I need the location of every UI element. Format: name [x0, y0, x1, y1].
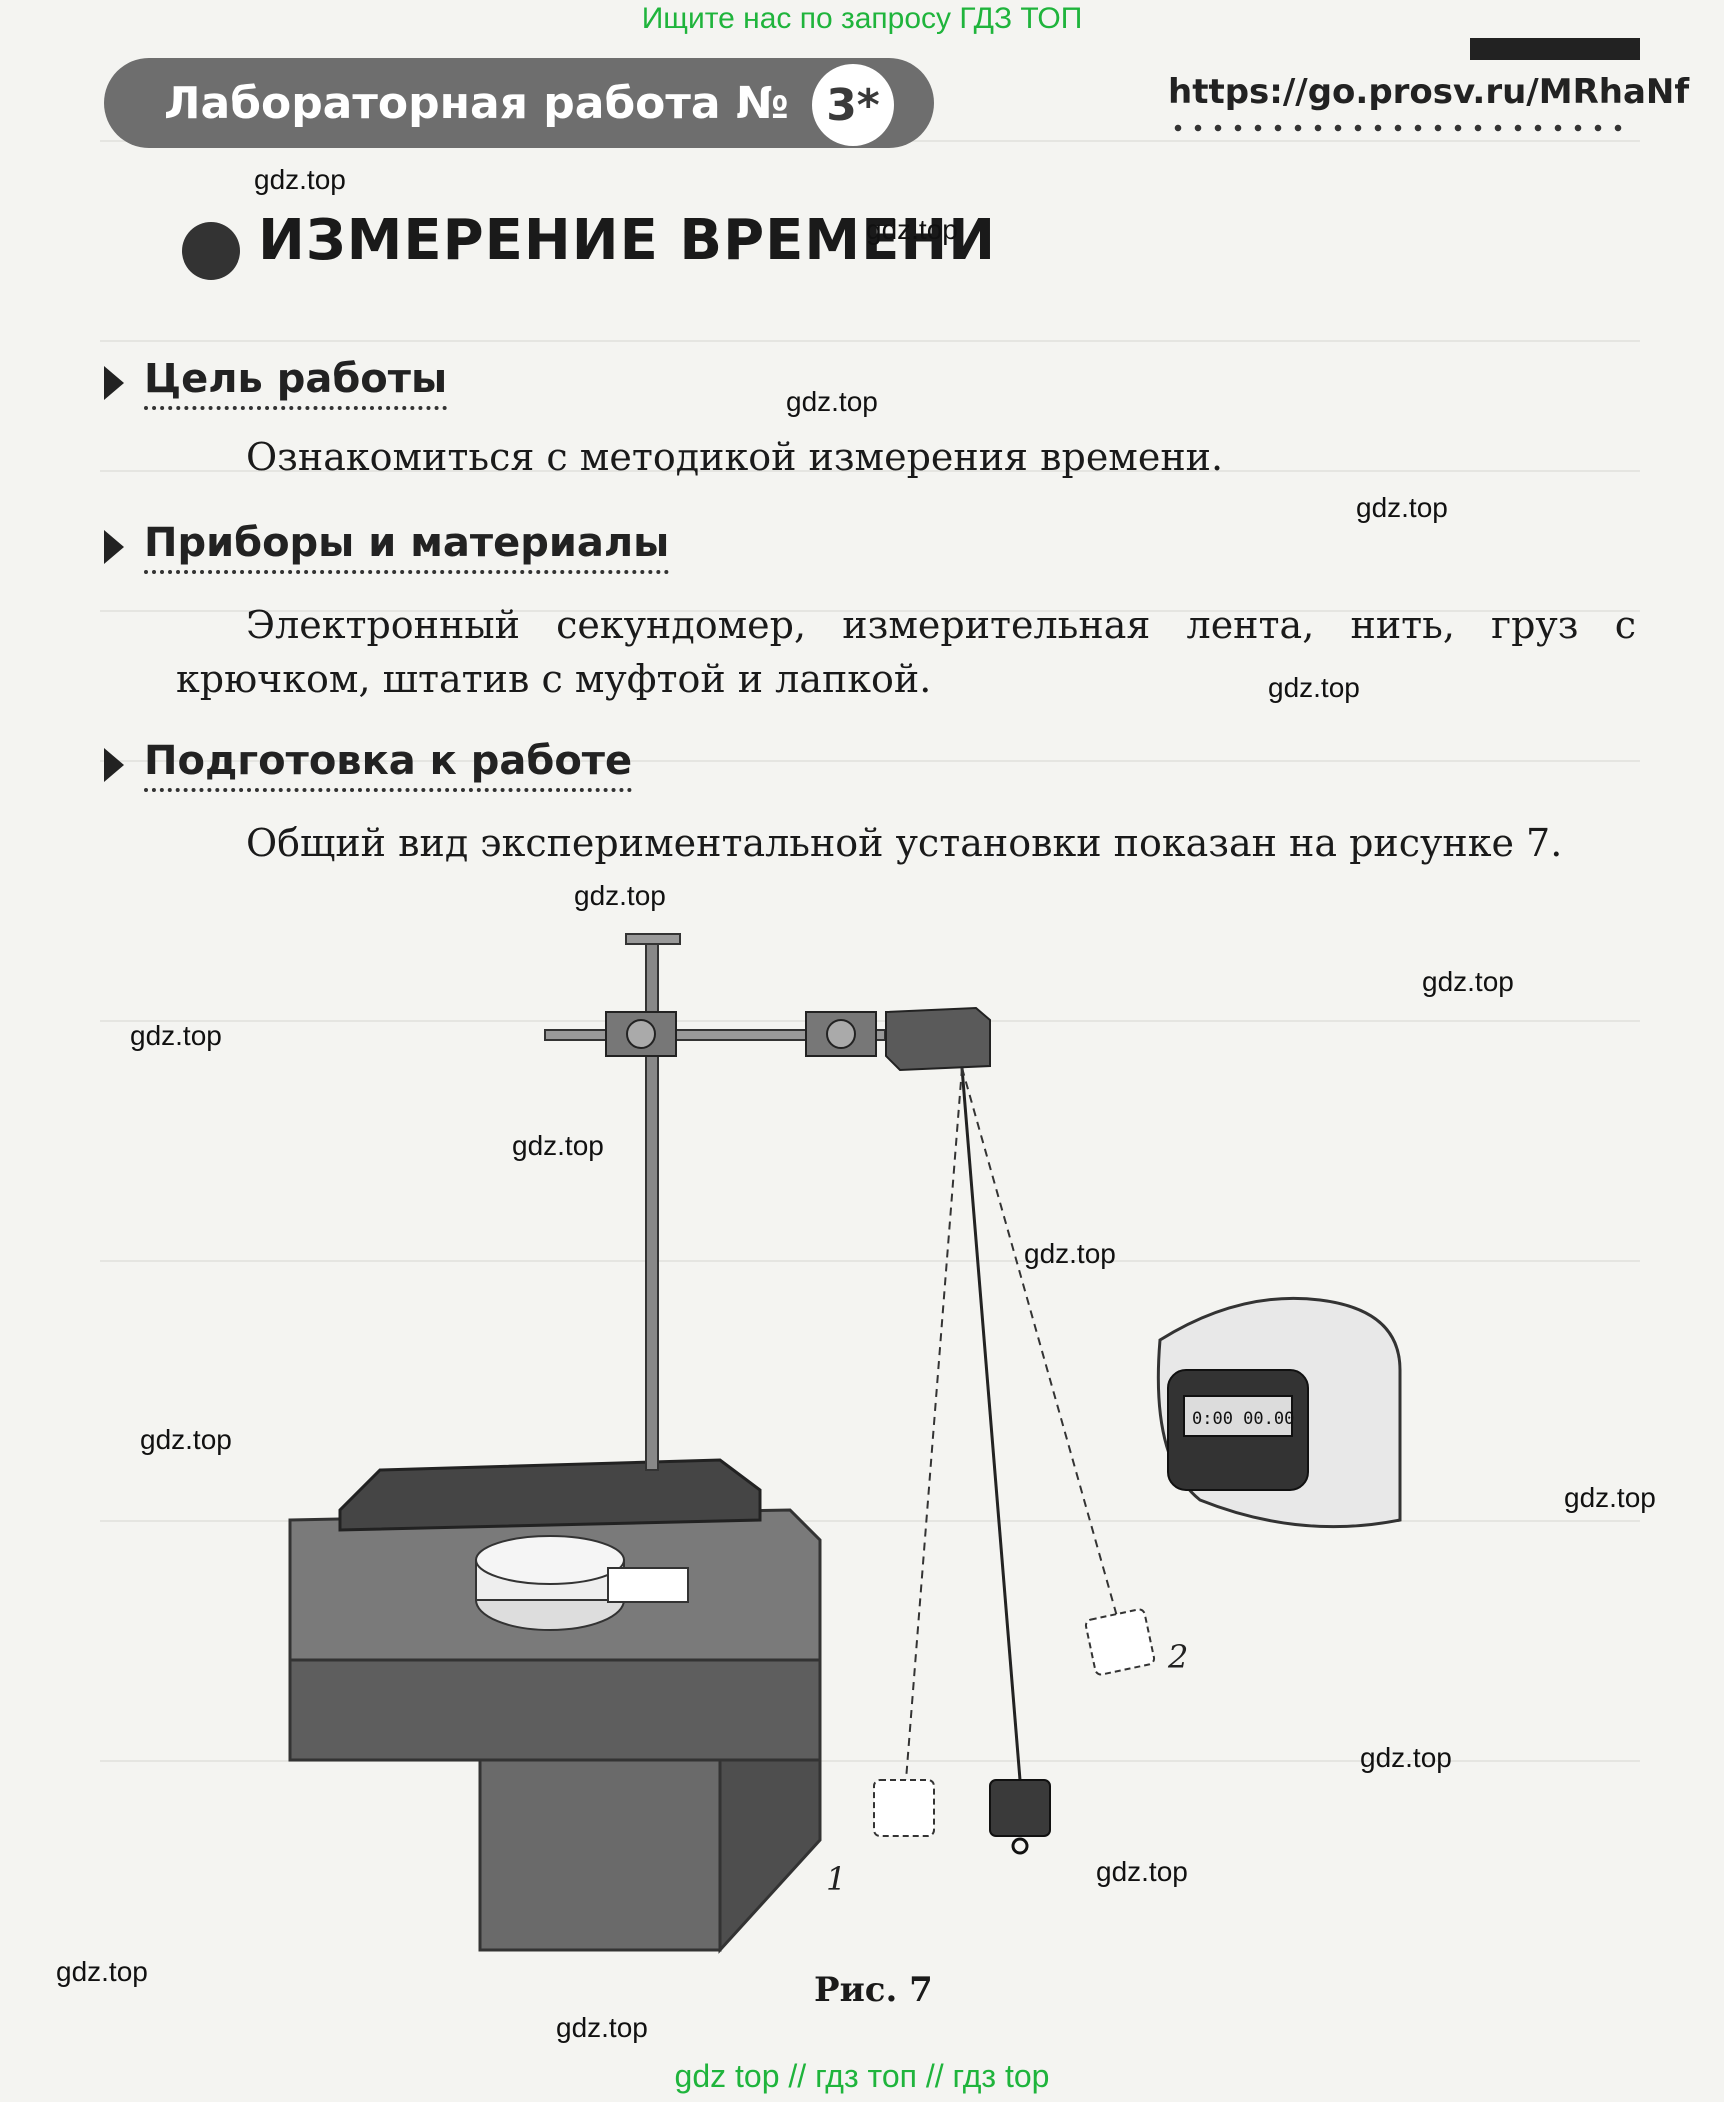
goal-heading: Цель работы: [104, 356, 448, 410]
watermark: gdz.top: [1096, 1856, 1188, 1887]
stopwatch-screen: [1183, 1395, 1293, 1437]
clamp-right-screw: [826, 1019, 856, 1049]
prep-text: Общий вид экспериментальной установки по…: [246, 821, 1563, 865]
lab-title: Лабораторная работа №: [164, 77, 789, 129]
goal-heading-label: Цель работы: [144, 356, 448, 410]
footer-banner: gdz top // гдз топ // гдз top: [674, 2058, 1050, 2094]
goal-text: Ознакомиться с методикой измерения време…: [246, 435, 1224, 479]
page-title: ИЗМЕРЕНИЕ ВРЕМЕНИ: [258, 208, 997, 273]
weight-position-2: [1084, 1608, 1156, 1676]
thread-position-1: [905, 1067, 963, 1781]
clamp-left-screw: [626, 1019, 656, 1049]
watermark: gdz.top: [512, 1130, 604, 1161]
qr-code-strip: [1470, 38, 1640, 60]
watermark: gdz.top: [866, 214, 958, 245]
title-bullet-icon: [182, 222, 240, 280]
triangle-bullet-icon: [104, 530, 124, 564]
triangle-bullet-icon: [104, 748, 124, 782]
measuring-tape-top: [475, 1535, 625, 1585]
thread-holder: [885, 1006, 991, 1072]
watermark: gdz.top: [1564, 1482, 1656, 1513]
prep-heading-label: Подготовка к работе: [144, 738, 633, 792]
watermark: gdz.top: [1422, 966, 1514, 997]
watermark: gdz.top: [1356, 492, 1448, 523]
watermark: gdz.top: [574, 880, 666, 911]
watermark: gdz.top: [786, 386, 878, 417]
equipment-heading-label: Приборы и материалы: [144, 520, 670, 574]
lab-header-pill: Лабораторная работа №: [104, 58, 934, 148]
weight-position-1: [873, 1779, 935, 1837]
lab-number-badge: 3*: [812, 64, 894, 146]
weight-hook-center: [1011, 1837, 1029, 1855]
watermark: gdz.top: [556, 2012, 648, 2043]
equipment-text: Электронный секундомер, измерительная ле…: [176, 603, 1636, 701]
prep-heading: Подготовка к работе: [104, 738, 633, 792]
watermark: gdz.top: [1268, 672, 1360, 703]
figure-caption: Рис. 7: [814, 1970, 933, 2010]
position-label-2: 2: [1167, 1638, 1188, 1676]
equipment-heading: Приборы и материалы: [104, 520, 670, 574]
resource-link[interactable]: https://go.prosv.ru/MRhaNf: [1168, 72, 1690, 112]
thread-center: [960, 1067, 1022, 1781]
table-leg: [478, 1758, 722, 1952]
position-label-1: 1: [826, 1860, 846, 1898]
stand-base: [338, 1458, 762, 1532]
table-right-side: [718, 1758, 822, 1954]
watermark: gdz.top: [140, 1424, 232, 1455]
watermark: gdz.top: [56, 1956, 148, 1987]
figure-7-setup: 1 2 0:00 00.00: [288, 933, 1402, 1954]
stopwatch-readout: 0:00 00.00: [1192, 1409, 1294, 1429]
dotted-divider: [1168, 124, 1630, 132]
table-front: [288, 1658, 822, 1762]
thread-position-2: [961, 1067, 1119, 1621]
rod-top: [625, 933, 681, 945]
watermark: gdz.top: [130, 1020, 222, 1051]
triangle-bullet-icon: [104, 366, 124, 400]
watermark: gdz.top: [254, 164, 346, 195]
watermark: gdz.top: [1024, 1238, 1116, 1269]
watermark: gdz.top: [1360, 1742, 1452, 1773]
weight-center: [989, 1779, 1051, 1837]
measuring-tape-end: [607, 1567, 689, 1603]
top-banner: Ищите нас по запросу ГДЗ ТОП: [641, 2, 1083, 35]
